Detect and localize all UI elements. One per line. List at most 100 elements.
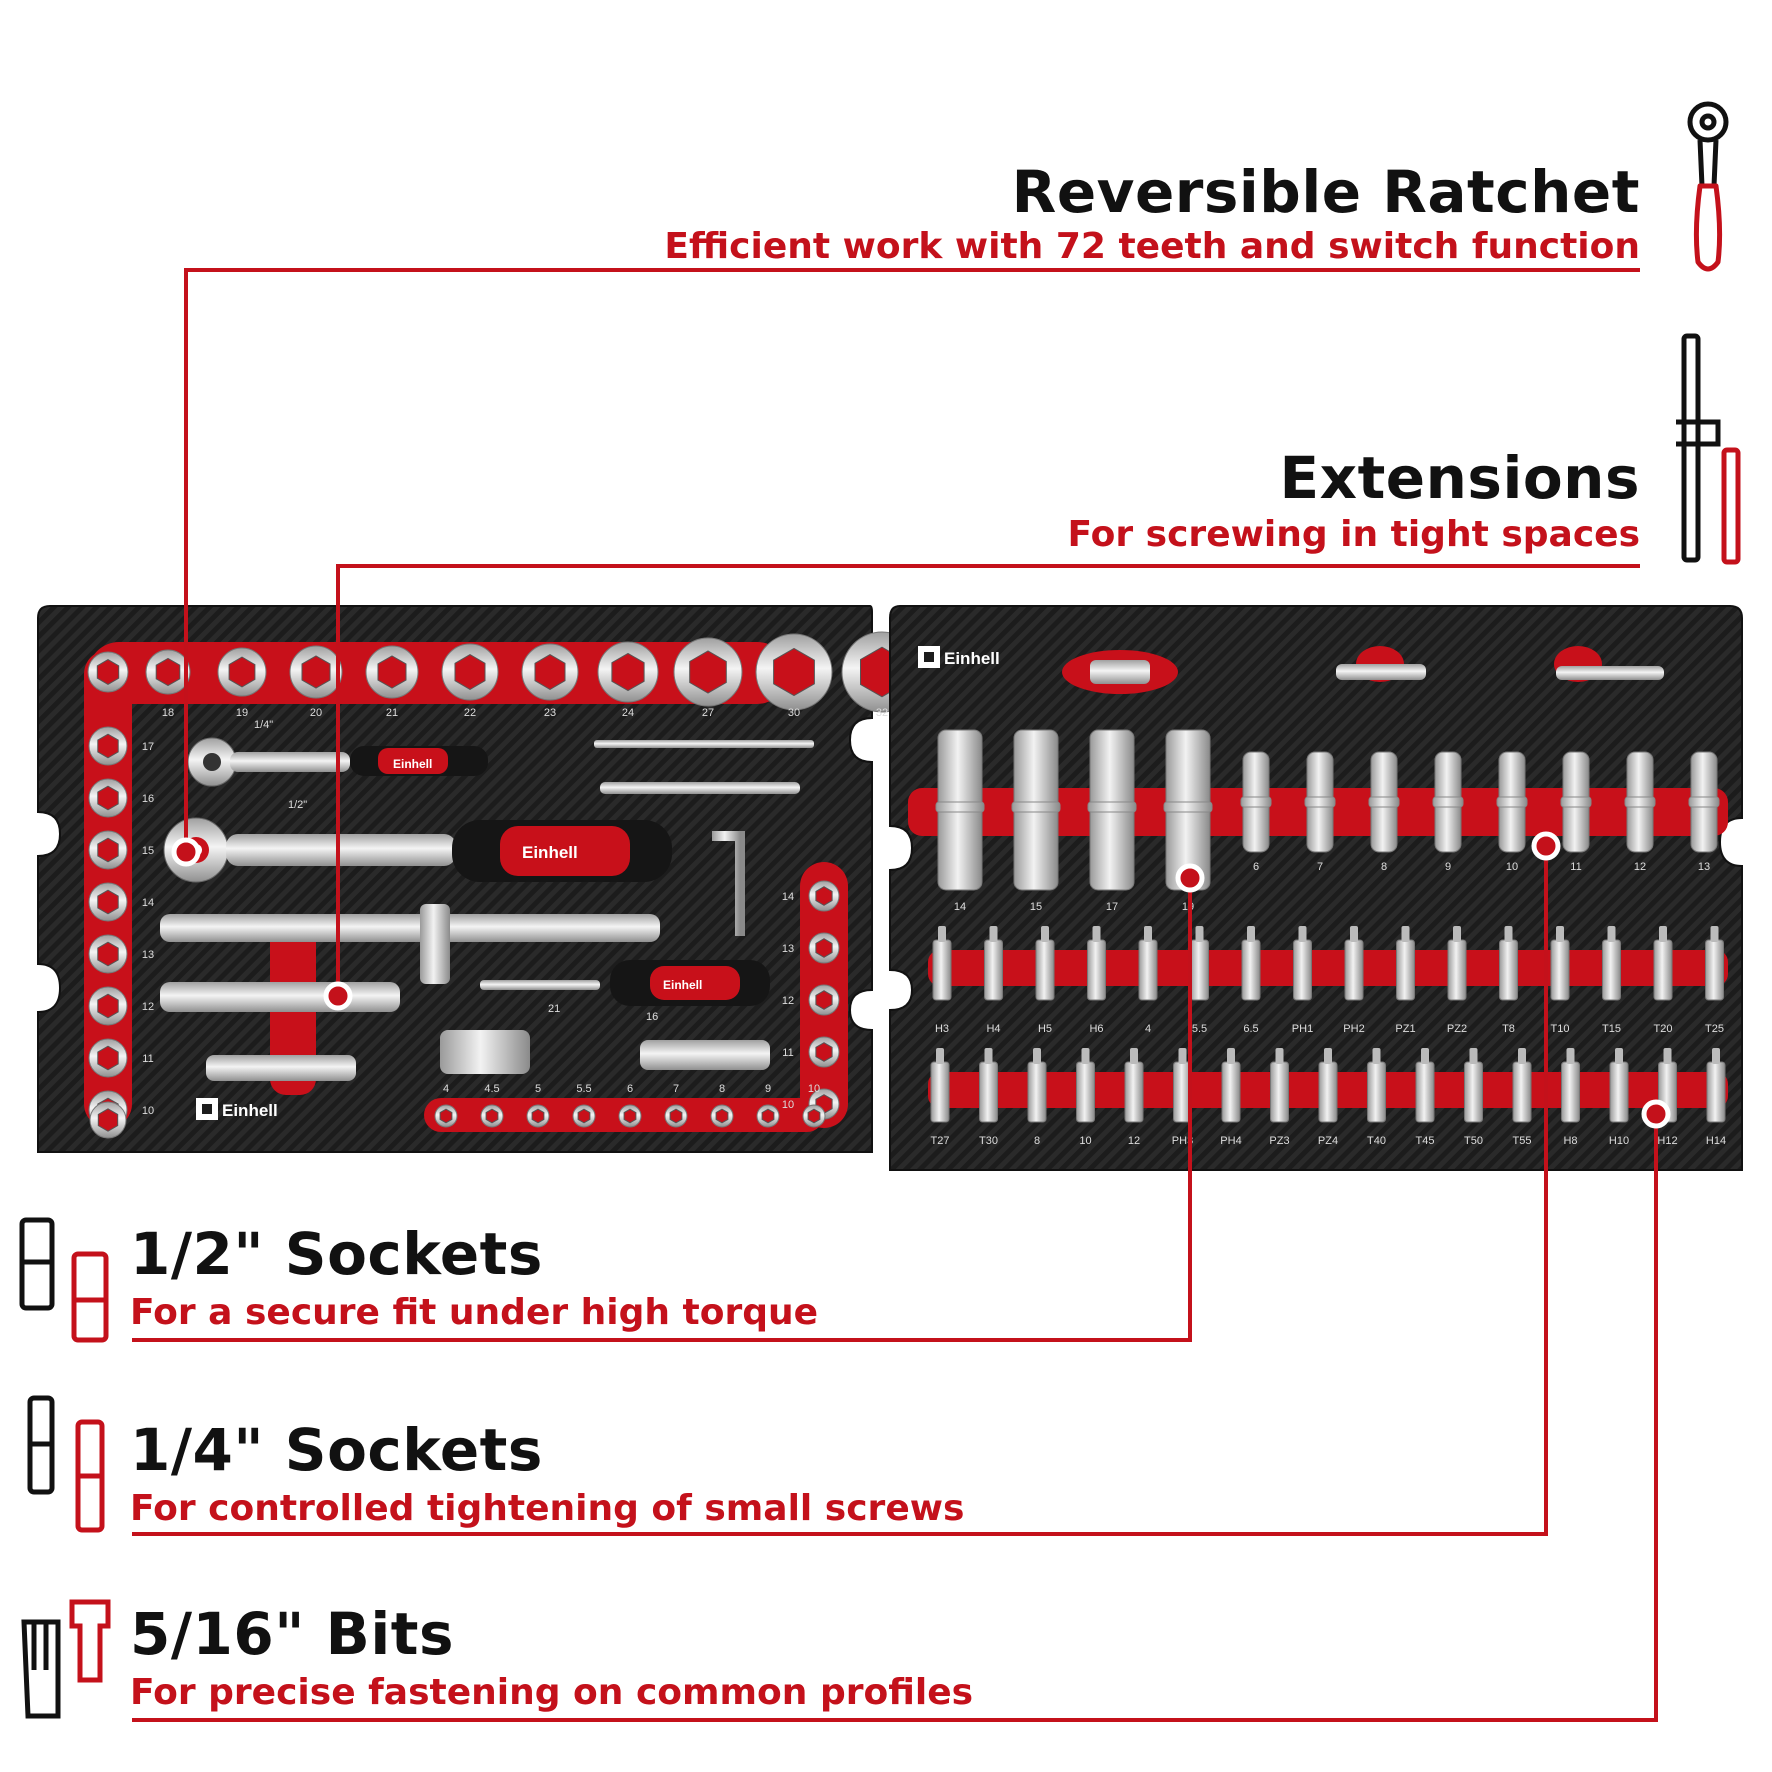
bit-size-label: T30 xyxy=(979,1135,998,1147)
socket-size-label: 9 xyxy=(765,1083,771,1095)
socket-size-label: 12 xyxy=(142,1001,154,1013)
socket-size-label: 12 xyxy=(782,995,794,1007)
socket-top-corner xyxy=(87,651,129,693)
right-einhell-logo: Einhell xyxy=(918,646,1000,668)
socket-size-label: 10 xyxy=(782,1099,794,1111)
bit-PZ4 xyxy=(1318,1048,1338,1123)
deep-socket-10 xyxy=(1496,751,1528,853)
bit-PH1 xyxy=(1293,926,1312,1001)
deep-socket-size-label: 13 xyxy=(1698,861,1710,873)
socket-30 xyxy=(755,633,833,711)
bit-H3 xyxy=(932,926,952,1001)
socket-size-label: 22 xyxy=(464,707,476,719)
deep-socket-size-label: 17 xyxy=(1106,901,1118,913)
bit-10 xyxy=(1076,1048,1095,1123)
bit-PZ3 xyxy=(1270,1048,1289,1123)
quarter-sockets-subtitle: For controlled tightening of small screw… xyxy=(130,1488,965,1529)
bit-size-label: T8 xyxy=(1502,1023,1515,1035)
bit-H10 xyxy=(1609,1048,1629,1123)
callout-dots xyxy=(171,831,1671,1129)
socket-size-label: 5 xyxy=(535,1083,541,1095)
bit-PH3 xyxy=(1173,1048,1192,1123)
socket-27 xyxy=(673,637,743,707)
bit-T45 xyxy=(1415,1048,1435,1123)
bit-size-label: H4 xyxy=(986,1023,1000,1035)
socket-14 xyxy=(808,880,840,912)
socket-16 xyxy=(88,778,128,818)
deep-socket-7 xyxy=(1304,751,1336,853)
deep-socket-6 xyxy=(1240,751,1272,853)
socket-size-label: 13 xyxy=(142,949,154,961)
quarter-socket-icon xyxy=(27,1395,105,1533)
bit-size-label: H6 xyxy=(1089,1023,1103,1035)
socket-18 xyxy=(145,649,191,695)
extensions-subtitle: For screwing in tight spaces xyxy=(1067,514,1640,555)
right-tray-brand: Einhell xyxy=(944,649,1000,668)
bit-size-label: H12 xyxy=(1657,1135,1677,1147)
bit-size-label: 10 xyxy=(1079,1135,1091,1147)
einhell-logo: Einhell xyxy=(196,1098,278,1120)
bit-6.5 xyxy=(1241,926,1261,1001)
bit-PZ2 xyxy=(1447,926,1467,1001)
socket-23 xyxy=(521,643,579,701)
bit-size-label: PH2 xyxy=(1343,1023,1364,1035)
bit-size-label: H14 xyxy=(1706,1135,1726,1147)
bit-size-label: T45 xyxy=(1416,1135,1435,1147)
bit-T30 xyxy=(979,1048,998,1123)
bit-H5 xyxy=(1035,926,1055,1001)
socket-24 xyxy=(597,641,659,703)
socket-size-label: 30 xyxy=(788,707,800,719)
socket-size-label: 10 xyxy=(808,1083,820,1095)
bit-size-label: T10 xyxy=(1551,1023,1570,1035)
socket-4.5 xyxy=(480,1104,504,1128)
large-ratchet: Einhell xyxy=(163,817,672,883)
deep-socket-14 xyxy=(935,729,985,891)
socket-bottom-corner xyxy=(89,1101,127,1139)
bit-size-label: 8 xyxy=(1034,1135,1040,1147)
socket-7 xyxy=(664,1104,688,1128)
socket-5.5 xyxy=(572,1104,596,1128)
socket-size-label: 4 xyxy=(443,1083,449,1095)
bit-size-label: PZ2 xyxy=(1447,1023,1467,1035)
half-socket-icon xyxy=(19,1217,109,1343)
bit-H8 xyxy=(1561,1048,1580,1123)
deep-socket-size-label: 15 xyxy=(1030,901,1042,913)
bit-size-label: 5.5 xyxy=(1192,1023,1207,1035)
small-ratchet: Einhell xyxy=(187,737,488,787)
misc-label-21: 21 xyxy=(548,1003,560,1015)
deep-socket-size-label: 8 xyxy=(1381,861,1387,873)
socket-10 xyxy=(802,1104,826,1128)
extension-bars xyxy=(160,740,814,1081)
bit-PH2 xyxy=(1344,926,1364,1001)
bit-size-label: T55 xyxy=(1513,1135,1532,1147)
bits-subtitle: For precise fastening on common profiles xyxy=(130,1672,974,1713)
socket-13 xyxy=(88,934,128,974)
socket-14 xyxy=(88,882,128,922)
socket-size-label: 8 xyxy=(719,1083,725,1095)
deep-socket-15 xyxy=(1011,729,1061,891)
socket-size-label: 20 xyxy=(310,707,322,719)
bit-5.5 xyxy=(1190,926,1209,1001)
svg-text:Einhell: Einhell xyxy=(393,757,432,771)
drive-label-quarter: 1/4" xyxy=(254,719,273,731)
socket-6 xyxy=(618,1104,642,1128)
socket-13 xyxy=(808,932,840,964)
bit-size-label: T15 xyxy=(1602,1023,1621,1035)
callout-lines xyxy=(132,268,1658,1722)
bit-H4 xyxy=(984,926,1003,1001)
deep-socket-size-label: 9 xyxy=(1445,861,1451,873)
misc-label-16: 16 xyxy=(646,1011,658,1023)
socket-size-label: 16 xyxy=(142,793,154,805)
extensions-title: Extensions xyxy=(1279,444,1640,512)
socket-size-label: 18 xyxy=(162,707,174,719)
bit-T20 xyxy=(1653,926,1673,1001)
socket-11 xyxy=(88,1038,128,1078)
bit-size-label: H10 xyxy=(1609,1135,1629,1147)
bit-T55 xyxy=(1512,1048,1532,1123)
socket-size-label: 4.5 xyxy=(484,1083,499,1095)
